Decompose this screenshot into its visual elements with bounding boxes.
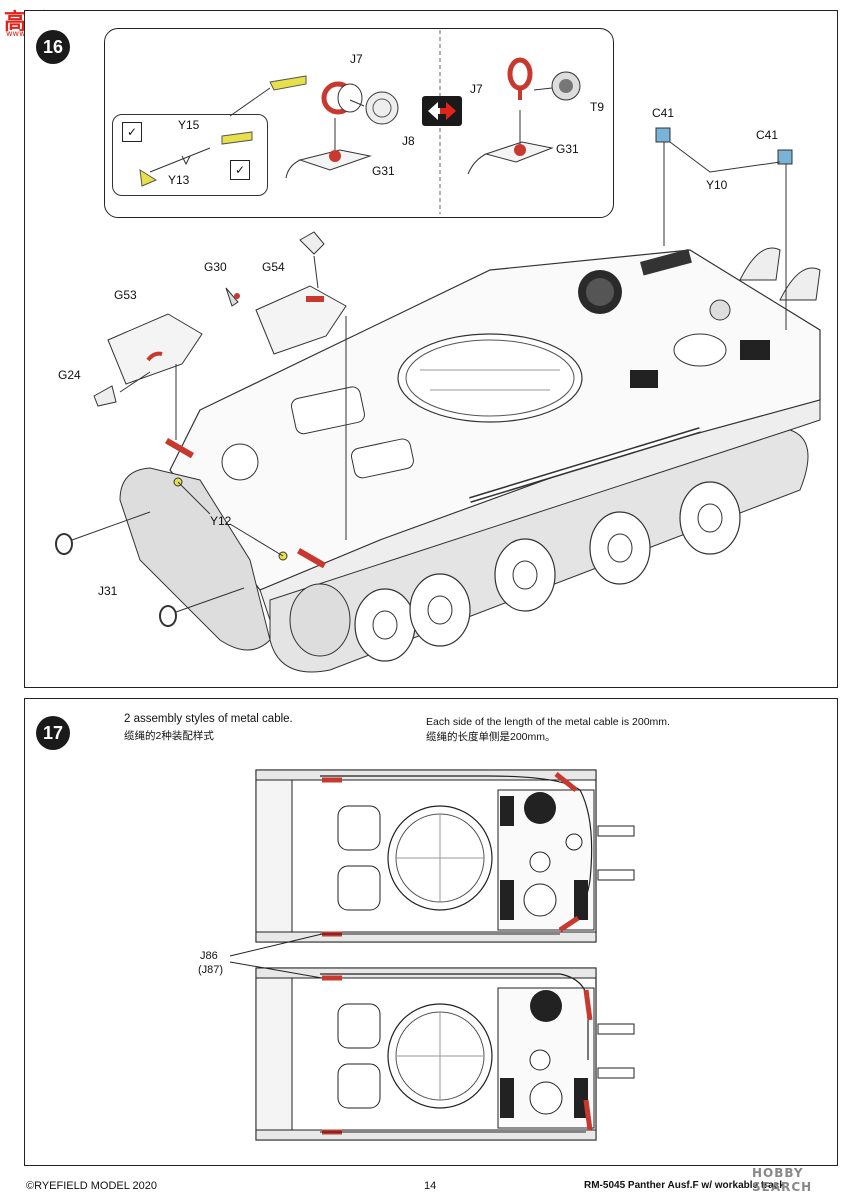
step16-inset-box: [104, 28, 614, 218]
label-g30: G30: [204, 260, 227, 274]
label-y15: Y15: [178, 118, 200, 132]
check-icon: ✓: [230, 160, 250, 180]
label-t9: T9: [590, 100, 605, 114]
label-j87: (J87): [198, 964, 224, 976]
check-icon: ✓: [122, 122, 142, 142]
label-g24: G24: [58, 368, 81, 382]
footer-watermark: HOBBY SEARCH: [752, 1166, 813, 1194]
label-g31-left: G31: [372, 164, 395, 178]
label-j8: J8: [402, 134, 415, 148]
step17-note-en: 2 assembly styles of metal cable.: [124, 713, 293, 725]
label-j86: J86: [200, 950, 218, 962]
swap-arrow-icon: [422, 96, 462, 126]
hull-topview-upper: [255, 769, 635, 943]
step17-length-en: Each side of the length of the metal cab…: [426, 716, 670, 728]
step17-note-cn: 缆绳的2种装配样式: [124, 730, 214, 742]
label-y10: Y10: [706, 178, 728, 192]
label-j31: J31: [98, 584, 118, 598]
step16-badge: 16: [36, 30, 70, 64]
footer-page-number: 14: [424, 1180, 437, 1192]
footer-copyright: ©RYEFIELD MODEL 2020: [26, 1180, 157, 1192]
step17-length-cn: 缆绳的长度单侧是200mm。: [426, 731, 556, 743]
label-g54: G54: [262, 260, 285, 274]
step17-badge: 17: [36, 716, 70, 750]
footer-product: RM-5045 Panther Ausf.F w/ workable track…: [584, 1180, 784, 1191]
label-y13: Y13: [168, 173, 190, 187]
label-c41-right: C41: [756, 128, 779, 142]
label-y12: Y12: [210, 514, 232, 528]
label-g31-right: G31: [556, 142, 579, 156]
y15-subbox: [112, 114, 268, 196]
label-g53: G53: [114, 288, 137, 302]
label-c41-left: C41: [652, 106, 675, 120]
label-j7-left: J7: [350, 52, 363, 66]
hull-topview-lower: [255, 967, 635, 1141]
label-j7-right: J7: [470, 82, 483, 96]
